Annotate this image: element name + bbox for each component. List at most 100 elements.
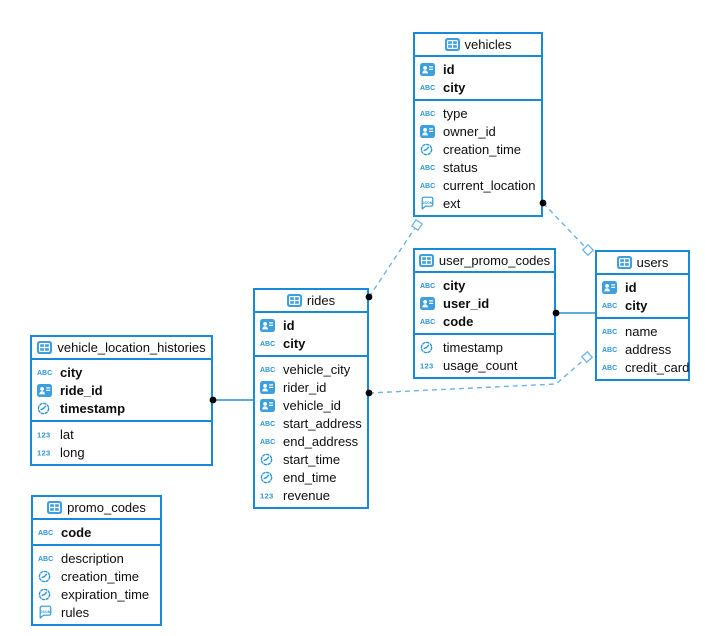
table-icon [37,341,53,354]
field-name: lat [60,426,74,442]
svg-text:ABC: ABC [420,283,435,290]
field-row-end_time: end_time [255,468,367,486]
json-type-icon: JSON [420,196,439,210]
field-row-vehicle_id: vehicle_id [255,396,367,414]
columns-section: 123 lat 123 long [32,420,211,464]
svg-text:ABC: ABC [38,530,53,537]
field-row-ride_id: ride_id [32,381,211,399]
field-row-city: ABC city [255,334,367,352]
svg-text:ABC: ABC [602,347,617,354]
field-name: timestamp [443,339,503,355]
field-name: ride_id [60,382,103,398]
uuid-icon [602,280,621,294]
field-name: vehicle_city [283,361,351,377]
field-row-ext: JSON ext [415,194,541,212]
field-name: vehicle_id [283,397,341,413]
svg-text:ABC: ABC [602,329,617,336]
field-name: user_id [443,295,490,311]
string-type-icon: ABC [260,418,279,428]
field-name: rider_id [283,379,327,395]
string-type-icon: ABC [260,364,279,374]
svg-text:123: 123 [37,430,51,439]
field-name: description [61,550,124,566]
field-name: revenue [283,487,330,503]
number-type-icon: 123 [37,429,56,439]
field-name: status [443,159,478,175]
table-name: rides [306,293,336,308]
field-name: city [283,335,306,351]
uuid-icon [260,380,279,394]
field-name: end_address [283,433,359,449]
svg-text:ABC: ABC [420,165,435,172]
field-row-status: ABC status [415,158,541,176]
timestamp-type-icon [420,341,439,354]
svg-text:123: 123 [37,448,51,457]
svg-text:ABC: ABC [260,421,275,428]
table-icon [47,501,63,514]
timestamp-type-icon [420,143,439,156]
table-header-rides[interactable]: rides [255,290,367,313]
field-name: address [625,341,672,357]
columns-section: ABC type owner_id creation_time ABC status… [415,99,541,215]
uuid-icon [260,318,279,332]
table-header-vehicle_location_histories[interactable]: vehicle_location_histories [32,337,211,360]
field-name: long [60,444,85,460]
string-type-icon: ABC [602,326,621,336]
timestamp-type-icon [38,588,57,601]
table-name: users [636,255,669,270]
number-type-icon: 123 [37,447,56,457]
timestamp-type-icon [37,402,56,415]
uuid-icon [260,398,279,412]
string-type-icon: ABC [420,82,439,92]
table-header-users[interactable]: users [597,252,688,275]
field-row-timestamp: timestamp [415,338,554,356]
svg-text:ABC: ABC [420,111,435,118]
field-name: timestamp [60,400,126,416]
field-row-owner_id: owner_id [415,122,541,140]
table-name: vehicle_location_histories [57,340,206,355]
table-header-user_promo_codes[interactable]: user_promo_codes [415,250,554,273]
field-name: id [625,279,637,295]
table-name: user_promo_codes [438,253,551,268]
table-name: vehicles [464,37,512,52]
field-name: creation_time [61,568,140,584]
field-row-creation_time: creation_time [33,567,160,585]
field-row-id: id [597,278,688,296]
field-name: current_location [443,177,536,193]
field-name: ext [443,195,461,211]
number-type-icon: 123 [420,360,439,370]
svg-text:JSON: JSON [40,610,50,614]
string-type-icon: ABC [37,367,56,377]
field-row-expiration_time: expiration_time [33,585,160,603]
svg-text:ABC: ABC [260,341,275,348]
table-icon [444,38,460,51]
table-header-promo_codes[interactable]: promo_codes [33,497,160,520]
field-name: type [443,105,468,121]
field-row-user_id: user_id [415,294,554,312]
table-header-vehicles[interactable]: vehicles [415,34,541,57]
field-name: expiration_time [61,586,150,602]
field-row-creation_time: creation_time [415,140,541,158]
uuid-icon [420,62,439,76]
field-name: code [443,313,474,329]
